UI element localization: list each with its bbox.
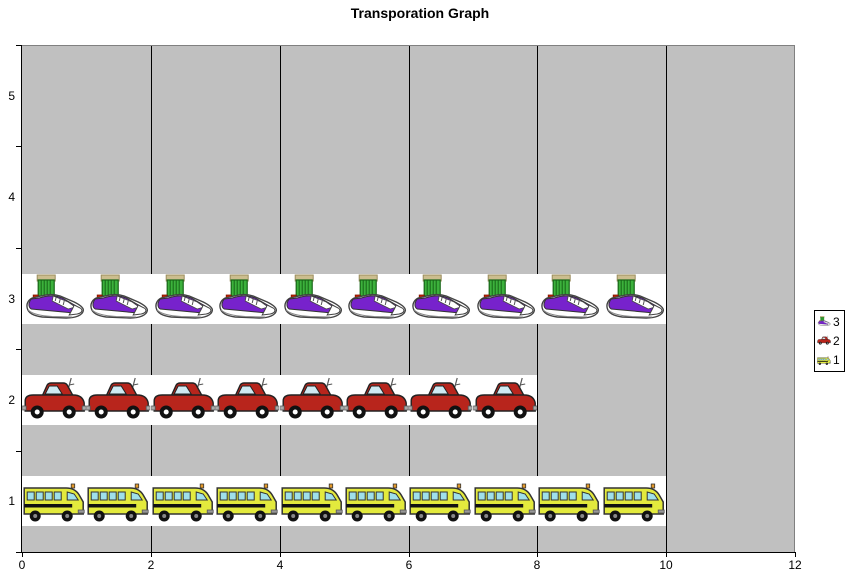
gridline-x-10 (666, 46, 667, 552)
sneaker-icon (86, 274, 150, 324)
sneaker-icon (151, 274, 215, 324)
school-bus-icon (344, 476, 408, 526)
sneaker-icon (344, 274, 408, 324)
bar-sneaker (22, 274, 666, 324)
sneaker-icon (280, 274, 344, 324)
sneaker-icon (215, 274, 279, 324)
y-tick-label-2: 2 (8, 393, 15, 407)
school-bus-icon (151, 476, 215, 526)
legend: 3 2 1 (814, 310, 845, 372)
y-tick-label-1: 1 (8, 494, 15, 508)
x-tick-label-12: 12 (788, 558, 802, 572)
school-bus-icon (602, 476, 666, 526)
legend-entry-3: 3 (817, 316, 842, 328)
legend-school-bus-icon (817, 355, 831, 366)
red-car-icon (344, 375, 408, 425)
red-car-icon (473, 375, 537, 425)
y-tick-label-3: 3 (8, 292, 15, 306)
sneaker-icon (602, 274, 666, 324)
legend-sneaker-icon (817, 316, 831, 327)
x-tick-0 (22, 552, 23, 557)
x-tick-label-6: 6 (405, 558, 413, 572)
school-bus-icon (86, 476, 150, 526)
x-axis-line (21, 552, 795, 553)
sneaker-icon (537, 274, 601, 324)
x-tick-label-8: 8 (533, 558, 541, 572)
x-tick-6 (409, 552, 410, 557)
red-car-icon (151, 375, 215, 425)
x-tick-10 (666, 552, 667, 557)
legend-red-car-icon (817, 335, 831, 346)
x-tick-2 (151, 552, 152, 557)
red-car-icon (215, 375, 279, 425)
sneaker-icon (408, 274, 472, 324)
sneaker-icon (22, 274, 86, 324)
y-tick-1 (16, 451, 21, 452)
legend-label-3: 3 (833, 314, 840, 329)
red-car-icon (86, 375, 150, 425)
legend-entry-2: 2 (817, 335, 842, 347)
school-bus-icon (537, 476, 601, 526)
school-bus-icon (280, 476, 344, 526)
school-bus-icon (22, 476, 86, 526)
y-tick-3 (16, 248, 21, 249)
y-tick-2 (16, 349, 21, 350)
x-tick-label-10: 10 (659, 558, 673, 572)
red-car-icon (280, 375, 344, 425)
y-tick-label-5: 5 (8, 89, 15, 103)
school-bus-icon (408, 476, 472, 526)
legend-label-2: 2 (833, 333, 840, 348)
red-car-icon (22, 375, 86, 425)
y-axis-line (21, 45, 22, 553)
red-car-icon (408, 375, 472, 425)
x-tick-label-4: 4 (276, 558, 284, 572)
legend-label-1: 1 (833, 353, 840, 368)
chart-title: Transporation Graph (350, 5, 490, 21)
x-tick-12 (795, 552, 796, 557)
x-tick-8 (537, 552, 538, 557)
sneaker-icon (473, 274, 537, 324)
y-tick-0 (16, 552, 21, 553)
y-tick-4 (16, 146, 21, 147)
x-tick-4 (280, 552, 281, 557)
x-tick-label-0: 0 (18, 558, 26, 572)
school-bus-icon (473, 476, 537, 526)
y-tick-5 (16, 45, 21, 46)
bar-red-car (22, 375, 537, 425)
y-tick-label-4: 4 (8, 190, 15, 204)
bar-school-bus (22, 476, 666, 526)
school-bus-icon (215, 476, 279, 526)
legend-entry-1: 1 (817, 354, 842, 366)
x-tick-label-2: 2 (147, 558, 155, 572)
